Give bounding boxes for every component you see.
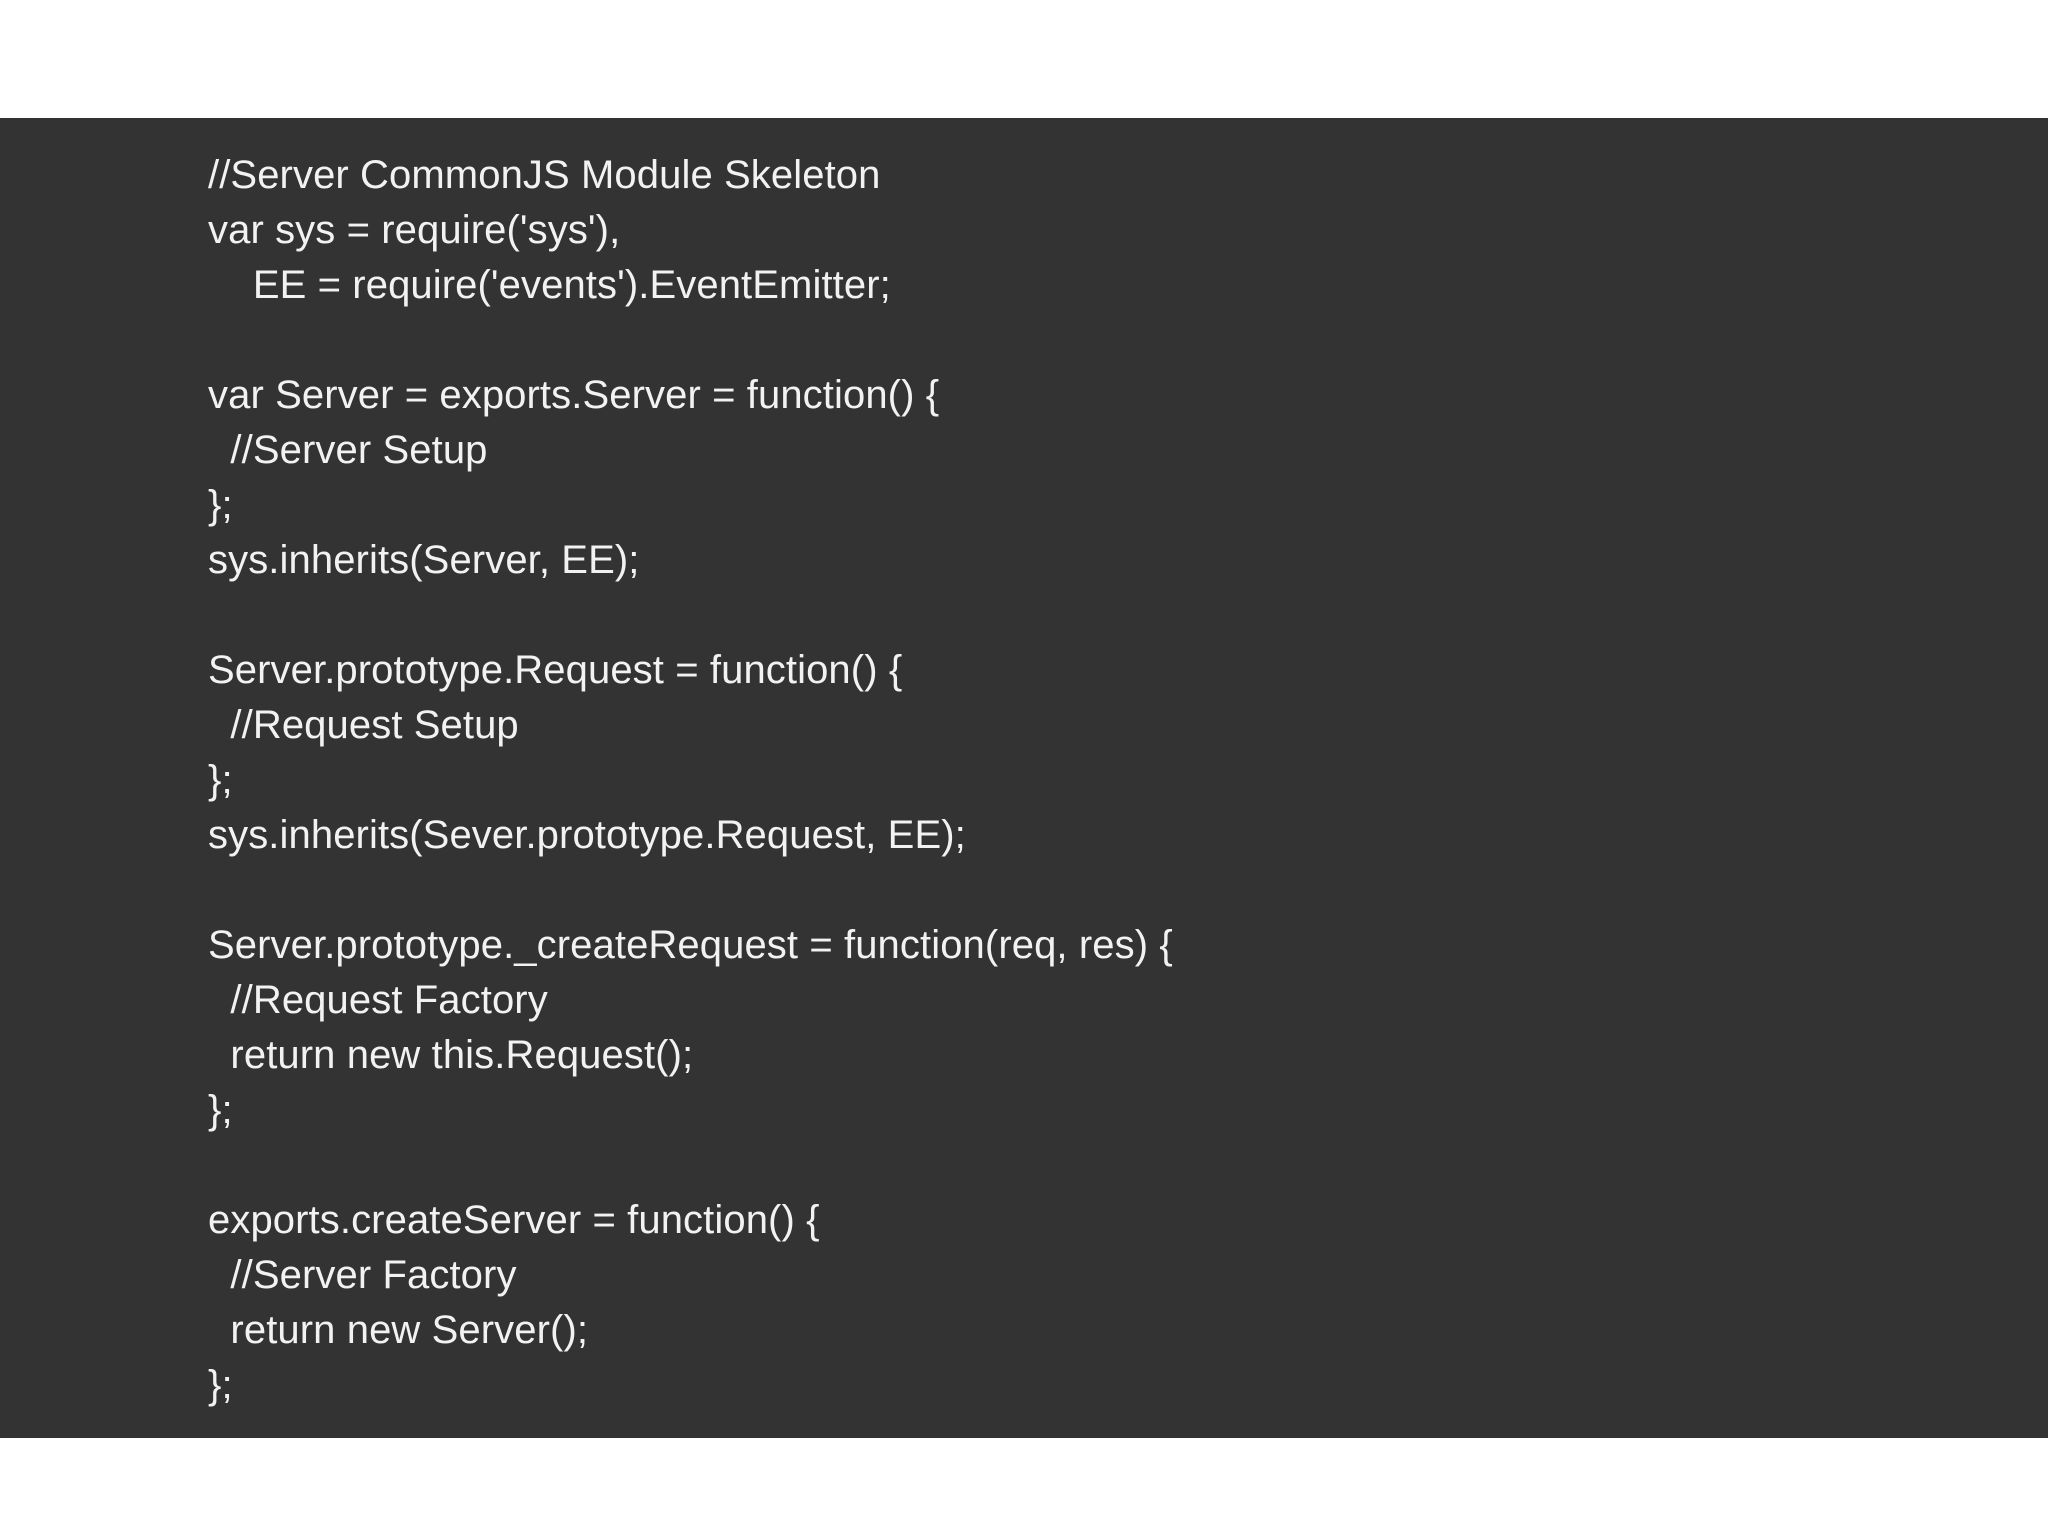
code-line: //Request Factory <box>208 978 548 1022</box>
code-line: sys.inherits(Server, EE); <box>208 538 640 582</box>
code-line: }; <box>208 1088 233 1132</box>
code-line-blank <box>208 1138 1173 1193</box>
code-line: //Request Setup <box>208 703 519 747</box>
code-line-blank <box>208 313 1173 368</box>
code-line: }; <box>208 758 233 802</box>
code-line-blank <box>208 863 1173 918</box>
code-line: Server.prototype._createRequest = functi… <box>208 923 1173 967</box>
code-line: }; <box>208 483 233 527</box>
code-line: }; <box>208 1363 233 1407</box>
code-line-blank <box>208 588 1173 643</box>
code-line: return new Server(); <box>208 1308 589 1352</box>
code-line: //Server Factory <box>208 1253 517 1297</box>
code-line: sys.inherits(Sever.prototype.Request, EE… <box>208 813 966 857</box>
code-line: //Server CommonJS Module Skeleton <box>208 153 881 197</box>
code-listing: //Server CommonJS Module Skeleton var sys… <box>208 148 1173 1413</box>
code-line: //Server Setup <box>208 428 488 472</box>
code-line: return new this.Request(); <box>208 1033 694 1077</box>
code-line: var sys = require('sys'), <box>208 208 621 252</box>
code-panel: //Server CommonJS Module Skeleton var sys… <box>0 118 2048 1438</box>
code-line: Server.prototype.Request = function() { <box>208 648 903 692</box>
code-line: exports.createServer = function() { <box>208 1198 820 1242</box>
code-line: EE = require('events').EventEmitter; <box>208 263 891 307</box>
code-line: var Server = exports.Server = function()… <box>208 373 940 417</box>
